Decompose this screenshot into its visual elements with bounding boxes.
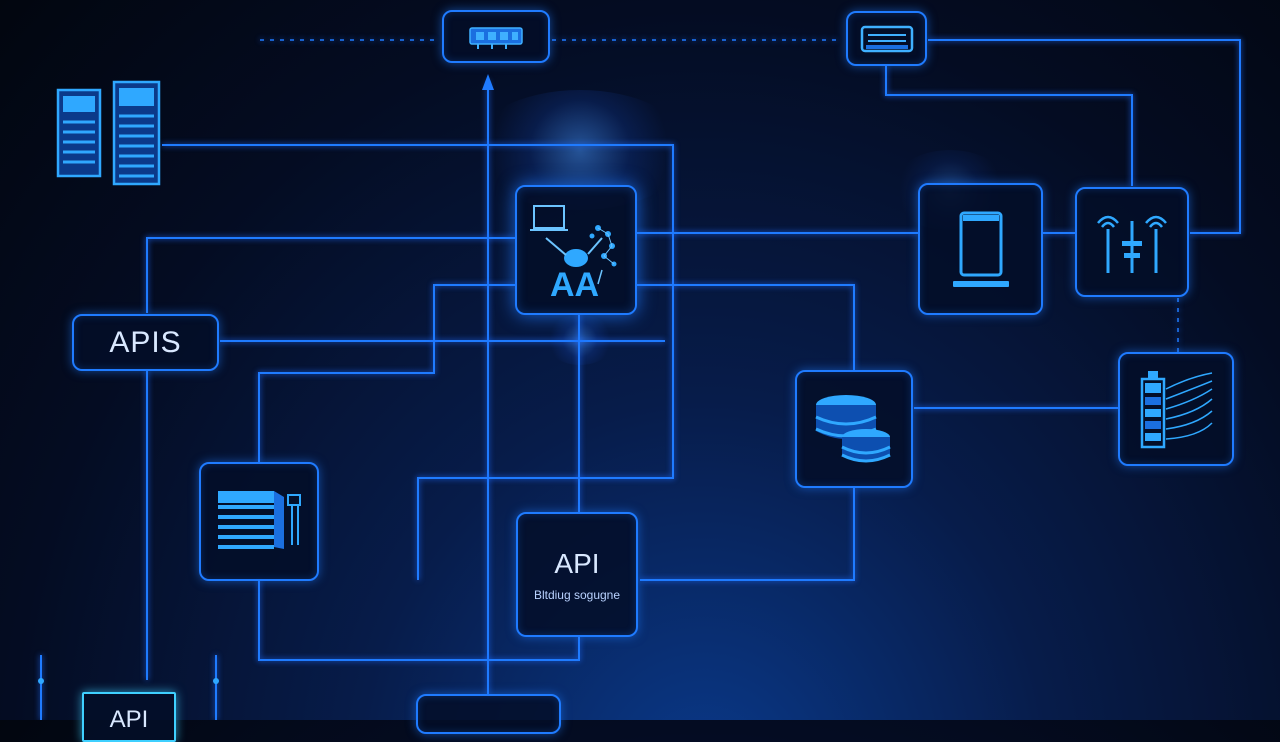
network-card-icon (860, 25, 913, 52)
connection-lines (40, 39, 1241, 720)
database-node[interactable] (795, 370, 913, 488)
left-marker-dot (38, 678, 44, 684)
api-bottom-node[interactable]: API (82, 692, 176, 742)
database-icon (815, 395, 891, 463)
ai-network-icon: AA (530, 205, 617, 300)
api-node[interactable]: API Bltdiug sogugne (516, 512, 638, 637)
top-right-chip-node[interactable] (846, 11, 927, 66)
mobile-node[interactable] (918, 183, 1043, 315)
server-rack-icon (56, 80, 161, 186)
document-stack-node[interactable] (199, 462, 319, 581)
document-stack-icon (218, 490, 301, 549)
storage-node[interactable] (1118, 352, 1234, 466)
storage-array-icon (1140, 371, 1213, 449)
svg-text:AA: AA (550, 266, 599, 300)
bottom-center-node[interactable] (416, 694, 561, 734)
server-rack-cluster[interactable] (55, 80, 165, 186)
api-bottom-label: API (109, 706, 149, 733)
antenna-signal-icon (1097, 215, 1167, 273)
hardware-chip-icon (469, 26, 523, 49)
apis-node[interactable]: APIS (72, 314, 219, 371)
antenna-node[interactable] (1075, 187, 1189, 297)
apis-label: APIS (109, 325, 182, 359)
mobile-device-icon (952, 211, 1009, 287)
right-marker-dot (213, 678, 219, 684)
api-label: API (554, 547, 600, 579)
api-sublabel: Bltdiug sogugne (533, 587, 621, 602)
top-chip-node[interactable] (442, 10, 550, 63)
ai-hub-node[interactable]: AA (515, 185, 637, 315)
